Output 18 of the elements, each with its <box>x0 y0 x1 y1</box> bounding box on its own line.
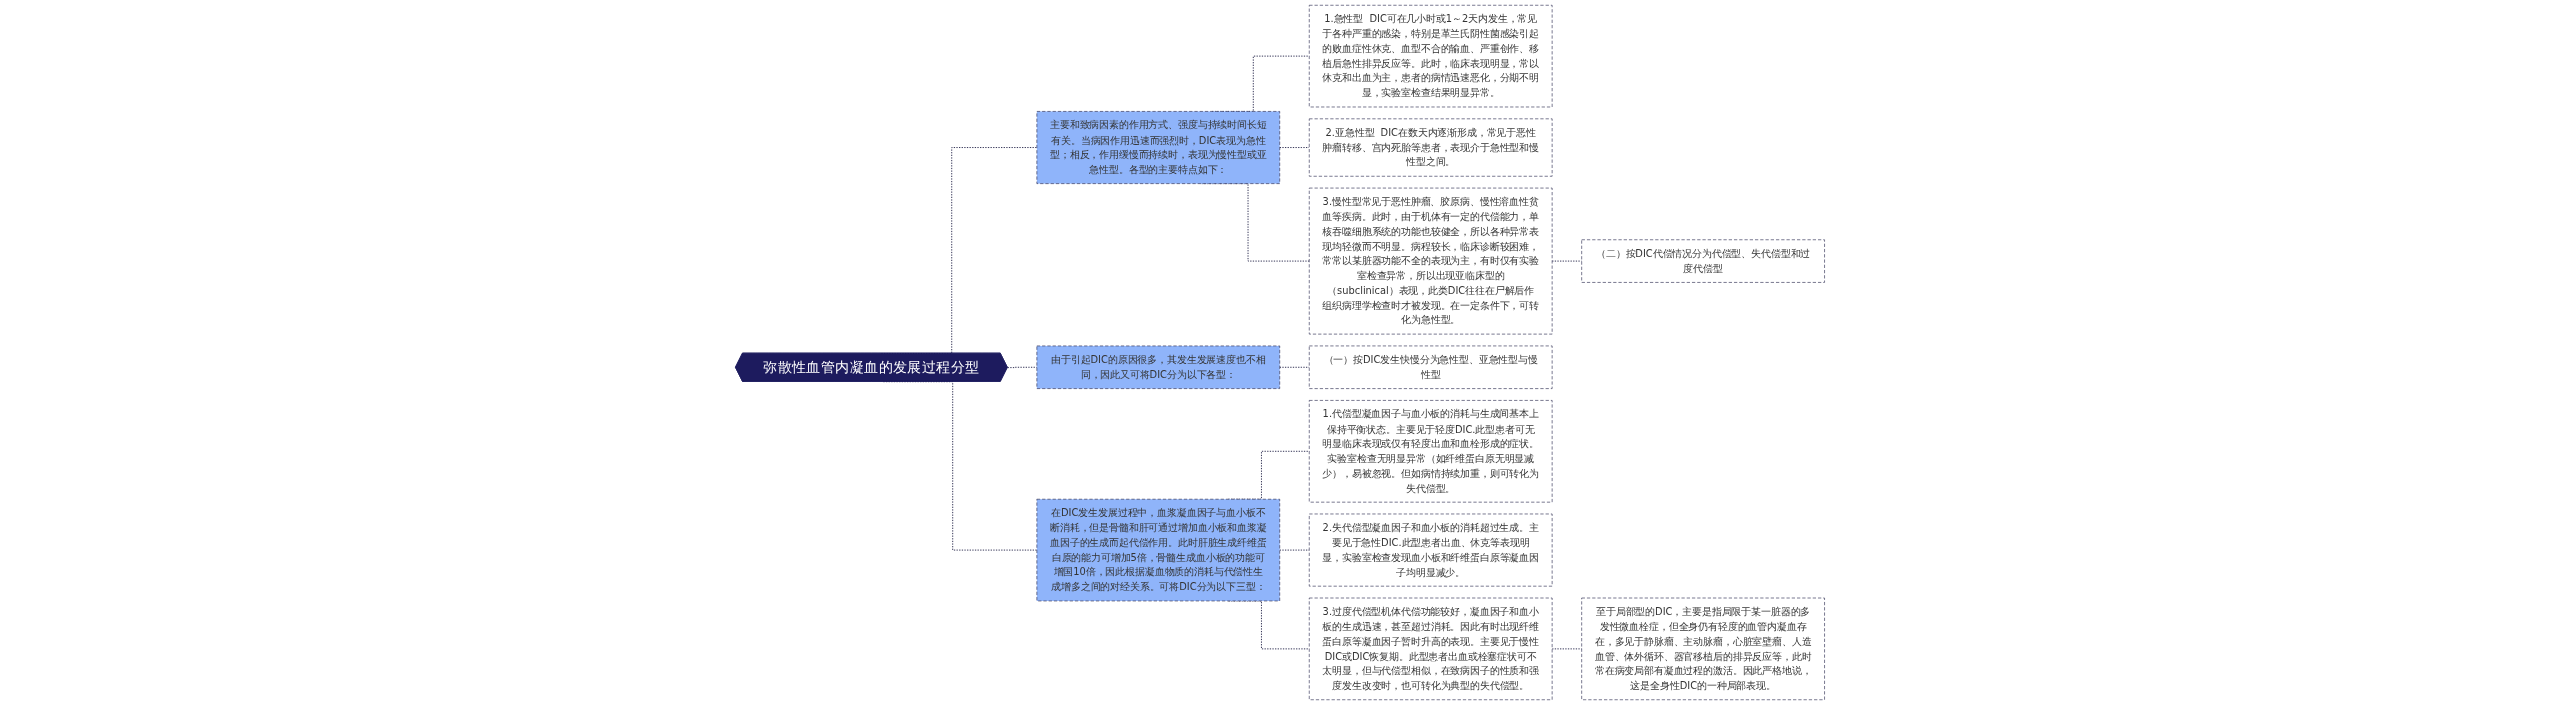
node-box: 3.过度代偿型机体代偿功能较好，凝血因子和血小板的生成迅速，甚至超过消耗。因此有时出现纤维蛋白原等凝血因子暂时升高的表现。主要见于慢性DIC或DIC恢复期。此型患者出血或栓塞症状可不太明显，但与代偿型相似，在致病因子的性质和强度发生改变时，也可转化为典型的失代偿型。 <box>1308 597 1553 701</box>
connector <box>1007 366 1038 369</box>
node-box: 1.急性型 DIC可在几小时或1～2天内发生，常见于各种严重的感染，特别是革兰氏阴性菌感染引起的败血症性休克、血型不合的输血、严重创作、移植后急性排异反应等。此时，临床表现明显，常以休克和出血为主，患者的病情迅速恶化，分期不明显，实验室检查结果明显异常。 <box>1308 4 1553 108</box>
connector <box>1279 147 1310 148</box>
node-box: 至于局部型的DIC，主要是指局限于某一脏器的多发性微血栓症，但全身仍有轻度的血管内凝血存在，多见于静脉瘤、主动脉瘤，心脏室壁瘤、人造血管、体外循环、器官移植后的排异反应等，此时常在病变局部有凝血过程的激活。因此严格地说，这是全身性DIC的一种局部表现。 <box>1581 597 1825 701</box>
node-box: 主要和致病因素的作用方式、强度与持续时间长短有关。当病因作用迅速而强烈时，DIC表现为急性型；相反，作用缓慢而持续时，表现为慢性型或亚急性型。各型的主要特点如下： <box>1036 111 1281 184</box>
node-box: 2.失代偿型凝血因子和血小板的消耗超过生成。主要见于急性DIC.此型患者出血、休克等表现明显，实验室检查发现血小板和纤维蛋白原等凝血因子均明显减少。 <box>1308 513 1553 587</box>
node-box: 3.慢性型常见于恶性肿瘤、胶原病、慢性溶血性贫血等疾病。此时，由于机体有一定的代偿能力，单核吞噬细胞系统的功能也较健全，所以各种异常表现均轻微而不明显。病程较长，临床诊断较困难，常常以某脏器功能不全的表现为主，有时仅有实验室检查异常，所以出现亚临床型的（subclinical）表现，此类DIC往往在尸解后作组织病理学检查时才被发现。在一定条件下，可转化为急性型。 <box>1308 187 1553 335</box>
connector <box>1279 366 1310 368</box>
connector <box>1551 260 1583 262</box>
connector <box>1279 549 1310 551</box>
node-box: （二）按DIC代偿情况分为代偿型、失代偿型和过度代偿型 <box>1581 239 1825 283</box>
node-box: 由于引起DIC的原因很多，其发生发展速度也不相同，因此又可将DIC分为以下各型： <box>1036 345 1281 389</box>
node-box: 在DIC发生发展过程中，血浆凝血因子与血小板不断消耗，但是骨髓和肝可通过增加血小板和血浆凝血因子的生成而起代偿作用。此时肝脏生成纤维蛋白原的能力可增加5倍，骨髓生成血小板的功能可增国10倍，因此根据凝血物质的消耗与代偿性生成增多之间的对经关系。可将DIC分为以下三型： <box>1036 498 1281 602</box>
node-box: 1.代偿型凝血因子与血小板的消耗与生成间基本上保持平衡状态。主要见于轻度DIC.此型患者可无明显临床表现或仅有轻度出血和血栓形成的症状。实验室检查无明显异常（如纤维蛋白原无明显减少），易被忽视。但如病情持续加重，则可转化为失代偿型。 <box>1308 400 1553 503</box>
node-box: （一）按DIC发生快慢分为急性型、亚急性型与慢性型 <box>1308 345 1553 389</box>
connector <box>1551 648 1583 650</box>
node-box: 2.亚急性型 DIC在数天内逐渐形成，常见于恶性肿瘤转移、宫内死胎等患者，表现介于急性型和慢性型之间。 <box>1308 118 1553 177</box>
